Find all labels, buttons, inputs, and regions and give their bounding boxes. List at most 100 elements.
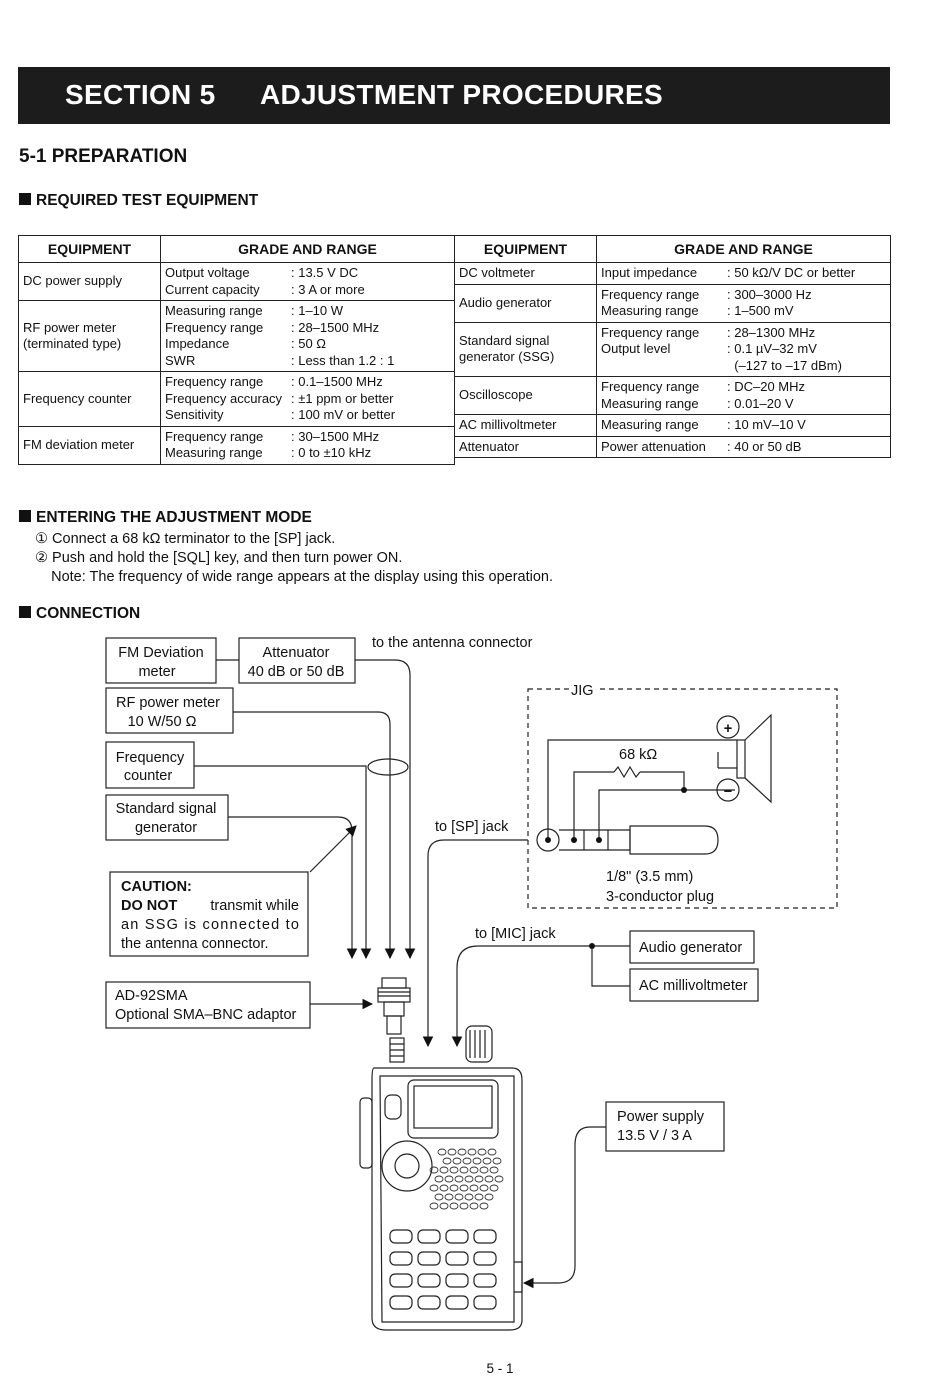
spec-line: Frequency range: 28–1300 MHz [601, 325, 886, 342]
spec-key: Frequency range [165, 374, 264, 389]
grill-hole [469, 1202, 479, 1210]
spec-value: : 30–1500 MHz [291, 428, 380, 444]
sp-jack-label: to [SP] jack [435, 819, 509, 835]
spec-value: : 28–1300 MHz [727, 324, 816, 340]
spec-key: Measuring range [165, 303, 263, 318]
grill-hole [464, 1175, 474, 1183]
grill-hole [449, 1184, 459, 1192]
spec-line: (–127 to –17 dBm) [601, 358, 886, 375]
spec-line: Input impedance: 50 kΩ/V DC or better [601, 265, 886, 282]
grill-hole [492, 1157, 502, 1165]
subsection-title: 5-1 PREPARATION [19, 146, 188, 167]
grill-hole [479, 1184, 489, 1192]
spec-line: Frequency range: 0.1–1500 MHz [165, 374, 450, 391]
equipment-name: FM deviation meter [18, 425, 161, 465]
table-row: Standard signal generator (SSG)Frequency… [454, 321, 891, 377]
equipment-name: DC voltmeter [454, 262, 597, 285]
grill-hole [477, 1148, 487, 1156]
spec-value: : 0.01–20 V [727, 395, 794, 411]
heading-adjustment-mode: ENTERING THE ADJUSTMENT MODE [19, 509, 312, 527]
heading-connection: CONNECTION [19, 605, 140, 623]
adaptor-label: Optional SMA–BNC adaptor [115, 1007, 297, 1023]
ssg-label: generator [135, 820, 197, 836]
spec-line: Measuring range: 0.01–20 V [601, 396, 886, 413]
power-supply-label: 13.5 V / 3 A [617, 1128, 692, 1144]
spec-line: Frequency range: 28–1500 MHz [165, 320, 450, 337]
spec-key: Output level [601, 341, 671, 356]
caution-text: transmit while [210, 898, 299, 914]
spec-value: : 0.1 µV–32 mV [727, 341, 817, 356]
spec-line: Measuring range: 1–500 mV [601, 303, 886, 320]
heading-equipment-text: REQUIRED TEST EQUIPMENT [36, 192, 259, 209]
grill-hole [479, 1202, 489, 1210]
grill-hole [434, 1193, 444, 1201]
grill-hole [482, 1157, 492, 1165]
speaker-grill [429, 1148, 504, 1210]
steps-list: ① Connect a 68 kΩ terminator to the [SP]… [35, 530, 553, 587]
grill-hole [464, 1193, 474, 1201]
grill-hole [474, 1193, 484, 1201]
rf-power-label: 10 W/50 Ω [128, 714, 197, 730]
grill-hole [467, 1148, 477, 1156]
equipment-name: Oscilloscope [454, 376, 597, 415]
plug-label: 3-conductor plug [606, 889, 714, 905]
grill-hole [459, 1202, 469, 1210]
grill-hole [472, 1157, 482, 1165]
spec-key: Frequency range [601, 286, 700, 302]
freq-counter-label: counter [124, 768, 173, 784]
freq-counter-label: Frequency [116, 750, 185, 766]
plug-label: 1/8" (3.5 mm) [606, 869, 693, 885]
heading-connection-text: CONNECTION [36, 605, 141, 622]
grill-hole [462, 1157, 472, 1165]
equipment-name: Frequency counter [18, 371, 161, 427]
spec-value: : 28–1500 MHz [291, 319, 380, 335]
jig-box [527, 688, 838, 909]
grade-range: Measuring range: 10 mV–10 V [596, 414, 891, 437]
spec-line: Frequency range : 300–3000 Hz [601, 287, 886, 304]
step-item: ① Connect a 68 kΩ terminator to the [SP]… [35, 531, 336, 547]
grill-hole [489, 1166, 499, 1174]
grill-hole [487, 1148, 497, 1156]
square-bullet-icon [19, 510, 31, 522]
spec-value: : 13.5 V DC [291, 265, 359, 280]
caution-title: CAUTION: [121, 879, 192, 895]
jig-label: JIG [571, 683, 594, 699]
spec-line: Current capacity: 3 A or more [165, 282, 450, 299]
column-header: GRADE AND RANGE [160, 235, 455, 263]
equipment-table-left: EQUIPMENT GRADE AND RANGE DC power suppl… [18, 235, 455, 465]
caution-bold: DO NOT [121, 898, 178, 914]
grill-hole [439, 1166, 449, 1174]
audio-generator-box [629, 930, 755, 964]
spec-value: : 300–3000 Hz [727, 286, 812, 302]
spec-key: Input impedance [601, 265, 698, 280]
grill-hole [447, 1148, 457, 1156]
spec-value: : 40 or 50 dB [727, 438, 802, 454]
spec-key: Impedance [165, 336, 230, 351]
antenna-connector-label: to the antenna connector [372, 635, 533, 651]
grill-hole [494, 1175, 504, 1183]
spec-line: Power attenuation: 40 or 50 dB [601, 439, 886, 456]
spec-key: SWR [165, 352, 196, 368]
attenuator-label: Attenuator [263, 645, 330, 661]
spec-key: Frequency accuracy [165, 390, 283, 406]
grill-hole [454, 1175, 464, 1183]
spec-value: : 10 mV–10 V [727, 417, 806, 432]
spec-line: Frequency accuracy : ±1 ppm or better [165, 391, 450, 408]
spec-value: : ±1 ppm or better [291, 390, 394, 406]
ac-millivoltmeter-box [629, 968, 759, 1002]
grill-hole [452, 1157, 462, 1165]
spec-line: Sensitivity: 100 mV or better [165, 407, 450, 424]
equipment-name: Attenuator [454, 435, 597, 458]
grill-hole [459, 1166, 469, 1174]
